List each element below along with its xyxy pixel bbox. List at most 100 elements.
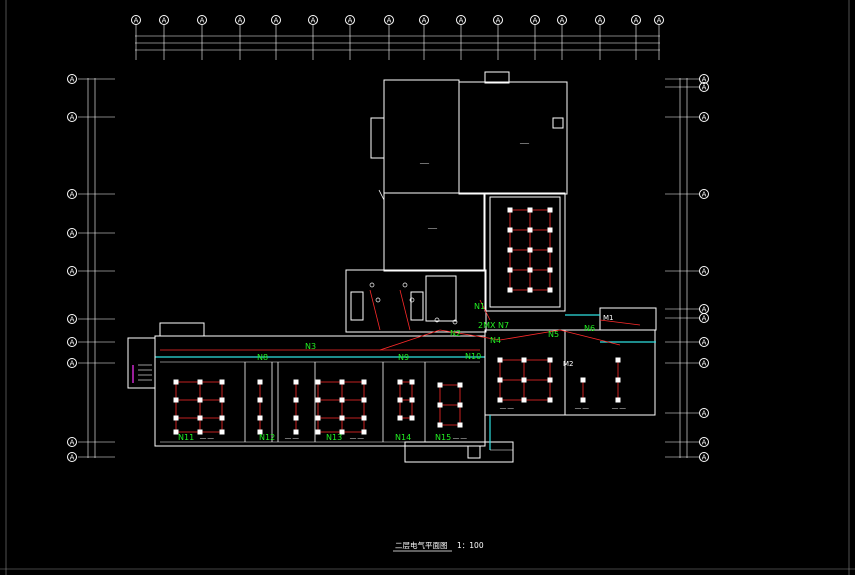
lamp-fixture [615, 377, 621, 383]
svg-text:── ──: ── ── [499, 406, 515, 412]
grid-bubble: A [67, 112, 77, 122]
circuit-label-m2: M2 [563, 360, 574, 368]
lamp-fixture [547, 227, 553, 233]
lamp-fixture [547, 397, 553, 403]
svg-text:A: A [657, 17, 662, 25]
lamp-fixture [293, 397, 299, 403]
grid-bubble: A [699, 189, 709, 199]
svg-text:── ──: ── ── [349, 436, 365, 442]
lamp-fixture [361, 397, 367, 403]
grid-bubble: A [67, 189, 77, 199]
grid-bubble: A [699, 437, 709, 447]
grid-bubble: A [159, 15, 169, 25]
svg-text:A: A [422, 17, 427, 25]
svg-text:A: A [702, 114, 707, 122]
lamp-fixture [257, 415, 263, 421]
lamp-fixture [457, 422, 463, 428]
grid-bubble: A [67, 314, 77, 324]
grid-bubble: A [67, 266, 77, 276]
lamp-fixture [397, 379, 403, 385]
grid-bubble: A [699, 408, 709, 418]
svg-text:A: A [459, 17, 464, 25]
lamp-fixture [397, 397, 403, 403]
grid-bubble: A [530, 15, 540, 25]
lamp-fixture [197, 397, 203, 403]
circuit-label-m1: M1 [603, 314, 614, 322]
circuit-label-n2: N2 [450, 329, 461, 338]
lamp-fixture [521, 397, 527, 403]
svg-text:A: A [598, 17, 603, 25]
lamp-fixture [293, 429, 299, 435]
svg-text:A: A [702, 454, 707, 462]
svg-text:A: A [311, 17, 316, 25]
circuit-label-n5: N5 [548, 330, 559, 339]
lamp-fixture [521, 377, 527, 383]
lamp-fixture [361, 429, 367, 435]
grid-bubble: A [67, 358, 77, 368]
lamp-fixture [527, 267, 533, 273]
grid-bubble: A [308, 15, 318, 25]
grid-bubble: A [595, 15, 605, 25]
svg-text:A: A [134, 17, 139, 25]
lamp-fixture [507, 247, 513, 253]
switch-symbol [434, 317, 440, 323]
svg-text:A: A [70, 114, 75, 122]
svg-text:───: ─── [427, 226, 438, 232]
grid-bubble: A [699, 452, 709, 462]
lamp-fixture [580, 377, 586, 383]
circuit-label-n7: 2MX N7 [478, 321, 509, 330]
grid-bubble: A [699, 337, 709, 347]
svg-text:A: A [70, 339, 75, 347]
lamp-fixture [173, 397, 179, 403]
svg-text:A: A [348, 17, 353, 25]
svg-text:A: A [70, 76, 75, 84]
lamp-fixture [339, 397, 345, 403]
svg-text:A: A [634, 17, 639, 25]
lamp-fixture [219, 415, 225, 421]
grid-bubble: A [557, 15, 567, 25]
svg-text:A: A [702, 306, 707, 314]
lamp-fixture [497, 357, 503, 363]
east-lower-walls [484, 307, 657, 451]
lamp-fixture [315, 415, 321, 421]
svg-text:A: A [702, 315, 707, 323]
lamp-fixture [409, 415, 415, 421]
lamp-fixture [293, 415, 299, 421]
switch-symbol [402, 282, 408, 288]
switch-symbol [375, 297, 381, 303]
grid-bubble: A [699, 82, 709, 92]
lamp-fixture [527, 287, 533, 293]
lamp-fixture [257, 397, 263, 403]
lamp-fixture [437, 402, 443, 408]
svg-text:A: A [533, 17, 538, 25]
svg-text:A: A [702, 76, 707, 84]
lamp-fixture [219, 429, 225, 435]
svg-text:A: A [70, 454, 75, 462]
grid-bubble: A [235, 15, 245, 25]
svg-text:A: A [702, 439, 707, 447]
lamp-fixture [547, 267, 553, 273]
lamp-fixture [547, 377, 553, 383]
lamp-fixture [497, 397, 503, 403]
wiring-layer [160, 209, 641, 433]
svg-text:── ──: ── ── [199, 436, 215, 442]
svg-text:A: A [702, 410, 707, 418]
lamp-fixture [527, 247, 533, 253]
circuit-label-n10: N10 [465, 352, 481, 361]
lamp-fixture [615, 397, 621, 403]
lamp-fixture [397, 415, 403, 421]
grid-bubble: A [456, 15, 466, 25]
lamp-fixture [339, 429, 345, 435]
lamp-fixture [507, 267, 513, 273]
circuit-label-n8: N8 [257, 353, 268, 362]
grid-bubble: A [67, 337, 77, 347]
grid-bubble: A [699, 74, 709, 84]
grid-bubble: A [67, 228, 77, 238]
lamp-fixture [457, 402, 463, 408]
circuit-label-n11: N11 [178, 433, 194, 442]
